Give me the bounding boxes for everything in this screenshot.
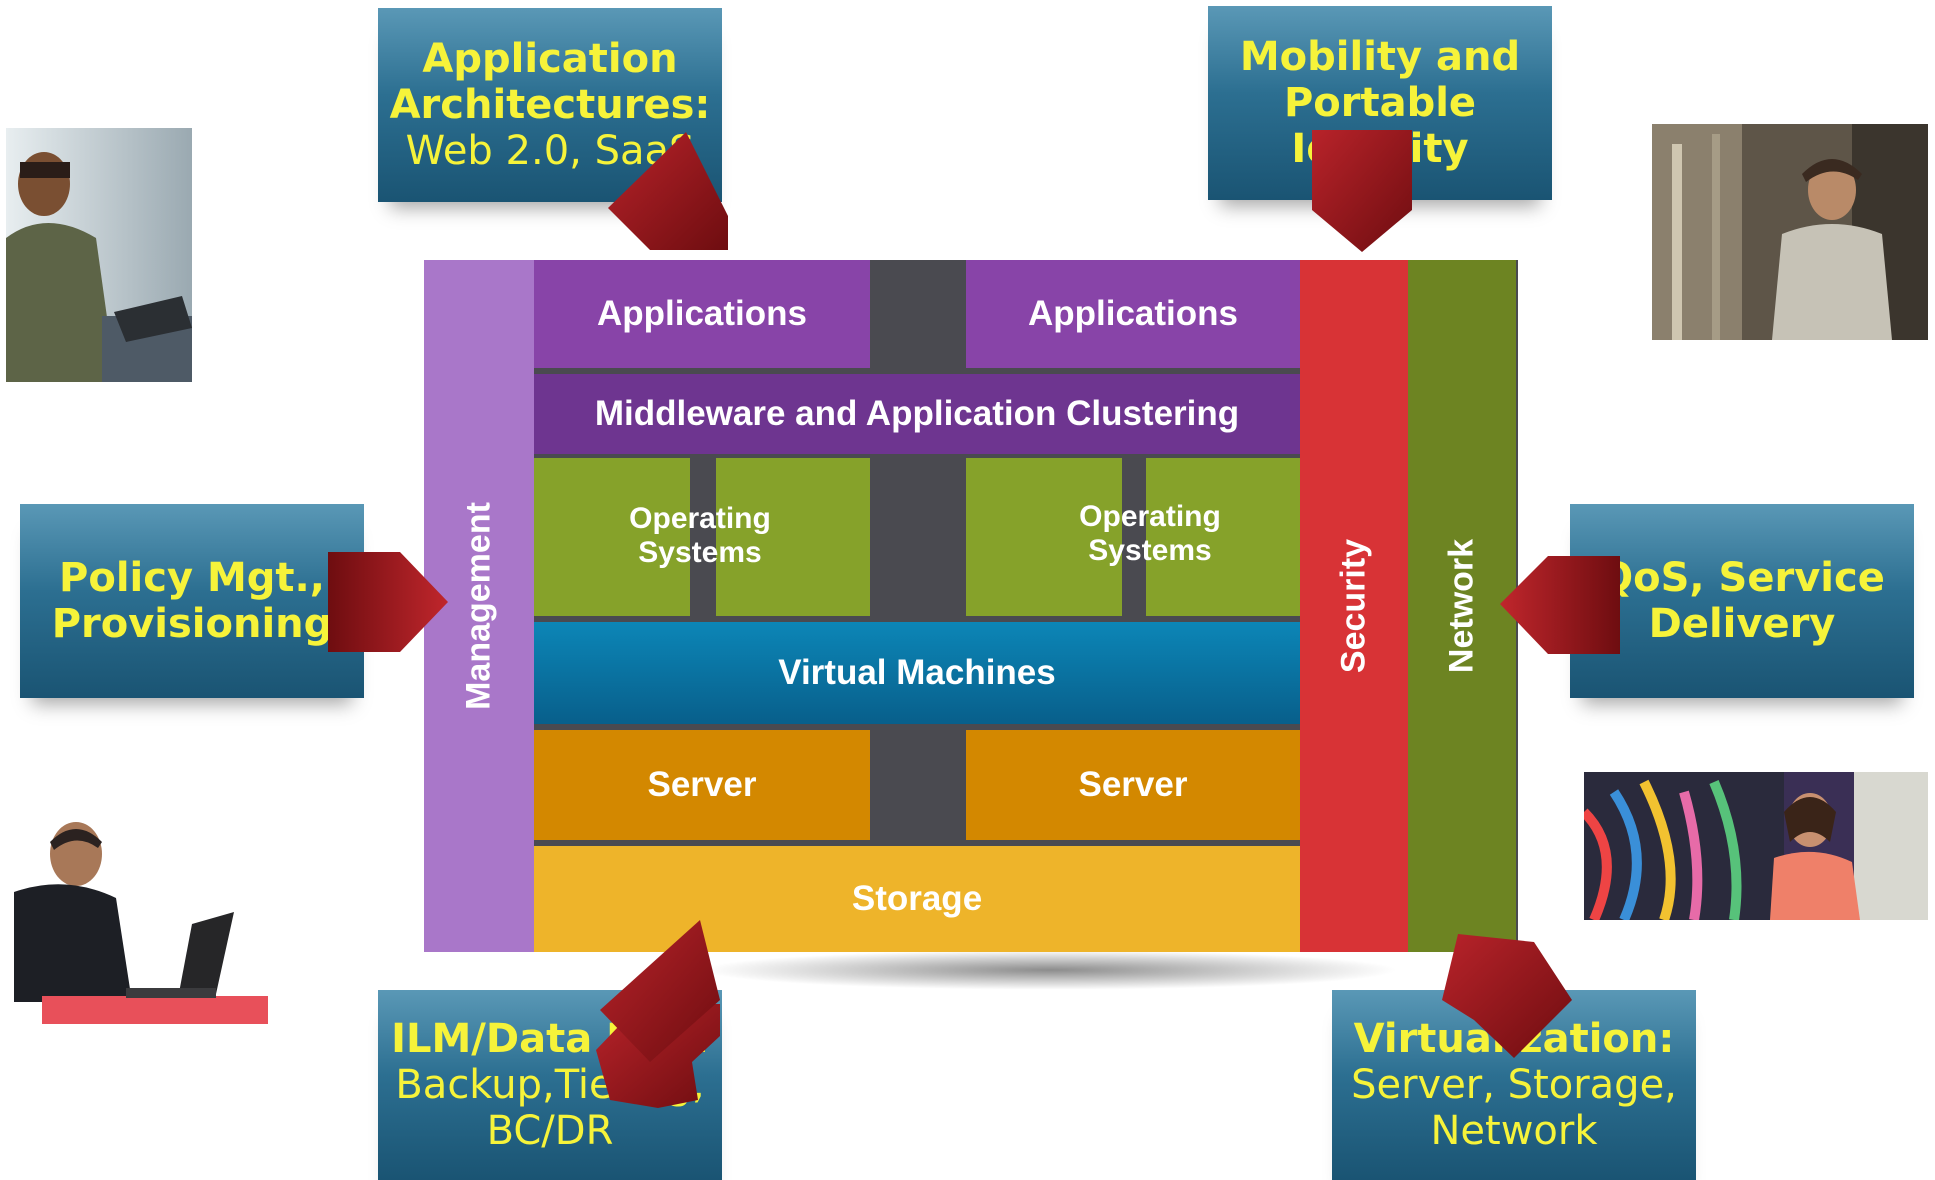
security-layer: Security xyxy=(1300,260,1408,952)
os-block-left-b xyxy=(716,458,870,616)
photo-man-laptop xyxy=(6,812,268,1024)
callout-app-arch-line2: Architectures: xyxy=(389,82,711,128)
os-label-right-line1: Operating xyxy=(1079,500,1221,533)
callout-app-arch-line1: Application xyxy=(422,36,678,82)
photo-woman-cables xyxy=(1584,772,1928,920)
callout-mobility-line1: Mobility and xyxy=(1239,34,1521,80)
server-left: Server xyxy=(534,730,870,840)
os-label-left-line1: Operating xyxy=(629,502,771,535)
os-block-right-a xyxy=(966,458,1122,616)
callout-virtualization-line3: Network xyxy=(1430,1108,1598,1154)
callout-virtualization: Virtualization: Server, Storage, Network xyxy=(1332,990,1696,1180)
callout-policy-line2: Provisioning xyxy=(51,601,333,647)
callout-mobility-line3: Identity xyxy=(1291,126,1469,172)
os-block-right-b xyxy=(1146,458,1300,616)
middleware-layer: Middleware and Application Clustering xyxy=(534,374,1300,454)
callout-ilm-line1: ILM/Data Mgt. xyxy=(391,1016,709,1062)
callout-virtualization-line2: Server, Storage, xyxy=(1351,1062,1677,1108)
callout-ilm-line2: Backup,Tiering, xyxy=(395,1062,705,1108)
server-right: Server xyxy=(966,730,1300,840)
network-label: Network xyxy=(1442,538,1481,674)
os-label-left: Operating Systems xyxy=(610,500,790,572)
callout-policy: Policy Mgt., Provisioning xyxy=(20,504,364,698)
callout-policy-line1: Policy Mgt., xyxy=(59,555,325,601)
os-label-left-line2: Systems xyxy=(638,536,762,569)
callout-mobility-line2: Portable xyxy=(1283,80,1477,126)
callout-qos-line1: QoS, Service xyxy=(1599,555,1885,601)
callout-application-architectures: Application Architectures: Web 2.0, SaaS xyxy=(378,8,722,202)
photo-man-typing xyxy=(6,128,192,382)
network-layer: Network xyxy=(1408,260,1516,952)
stack-shadow xyxy=(700,950,1400,990)
security-label: Security xyxy=(1334,538,1373,674)
os-label-right-line2: Systems xyxy=(1088,534,1212,567)
callout-ilm: ILM/Data Mgt. Backup,Tiering, BC/DR xyxy=(378,990,722,1180)
os-block-left-a xyxy=(534,458,690,616)
os-label-right: Operating Systems xyxy=(1060,498,1240,570)
callout-app-arch-line3: Web 2.0, SaaS xyxy=(405,128,695,174)
callout-qos: QoS, Service Delivery xyxy=(1570,504,1914,698)
storage-layer: Storage xyxy=(534,846,1300,952)
applications-left: Applications xyxy=(534,260,870,368)
callout-virtualization-line1: Virtualization: xyxy=(1353,1016,1675,1062)
management-layer: Management xyxy=(424,260,534,952)
callout-mobility: Mobility and Portable Identity xyxy=(1208,6,1552,200)
photo-man-datacenter xyxy=(1652,124,1928,340)
callout-qos-line2: Delivery xyxy=(1648,601,1836,647)
management-label: Management xyxy=(459,502,498,710)
virtual-machines-layer: Virtual Machines xyxy=(534,622,1300,724)
callout-ilm-line3: BC/DR xyxy=(486,1108,614,1154)
applications-right: Applications xyxy=(966,260,1300,368)
